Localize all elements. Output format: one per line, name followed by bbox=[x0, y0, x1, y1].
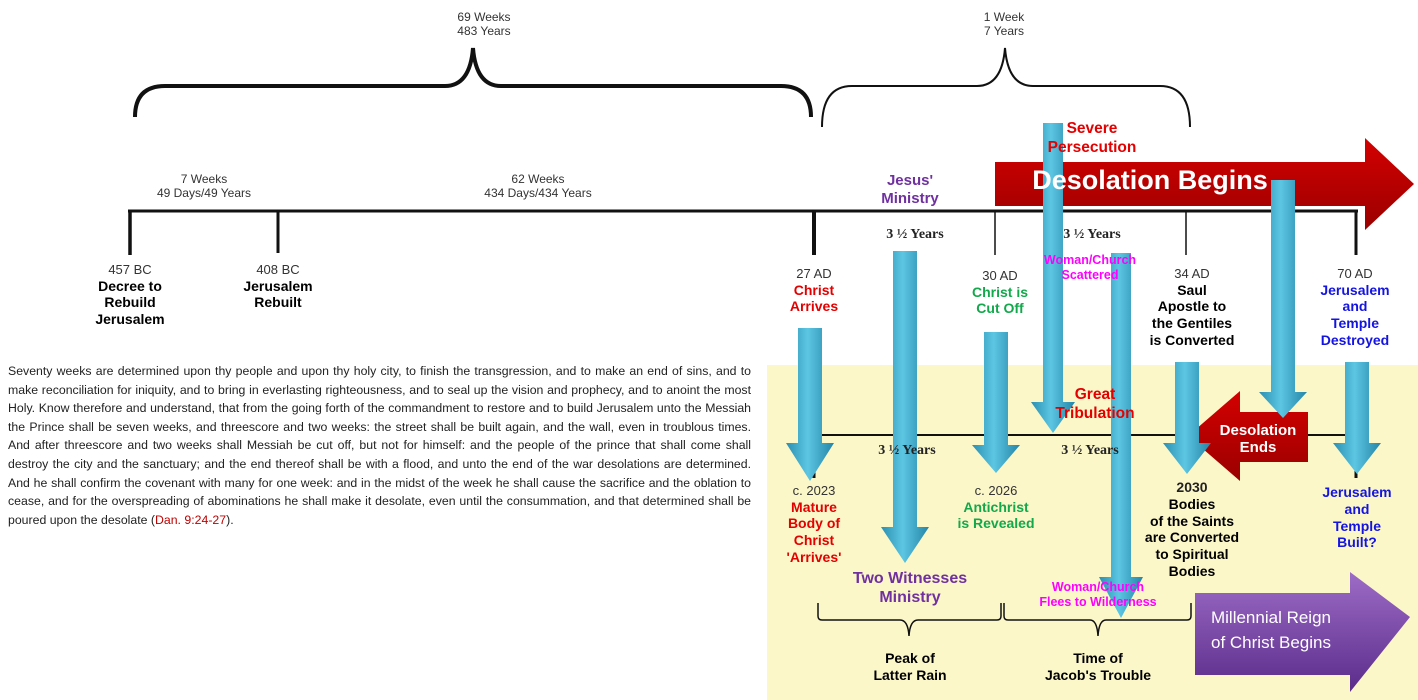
teal-arrow-temple bbox=[1333, 362, 1381, 474]
span-62-label: 62 Weeks 434 Days/434 Years bbox=[484, 172, 592, 201]
event-2030: 2030 Bodies of the Saints are Converted … bbox=[1144, 479, 1240, 579]
peak-latter-rain-label: Peak of Latter Rain bbox=[873, 650, 947, 683]
event-30ad: 30 AD Christ is Cut Off bbox=[971, 268, 1028, 317]
millennial-arrow bbox=[1195, 572, 1410, 692]
desolation-begins-label: Desolation Begins bbox=[1032, 165, 1268, 195]
teal-arrow-desolation bbox=[1259, 180, 1307, 418]
teal-arrow-two-witnesses bbox=[881, 251, 929, 563]
brace-trouble bbox=[1003, 603, 1192, 637]
teal-arrow-2030 bbox=[1163, 362, 1211, 474]
scripture-passage: Seventy weeks are determined upon thy pe… bbox=[8, 364, 751, 527]
brace-1-week bbox=[821, 47, 1191, 128]
event-temple-built: Jerusalem and Temple Built? bbox=[1322, 484, 1392, 551]
span-7-label: 7 Weeks 49 Days/49 Years bbox=[156, 172, 252, 201]
half-week-label-1: 3 ½ Years bbox=[886, 227, 944, 242]
teal-arrow-2026 bbox=[972, 332, 1020, 473]
half-week-label-4: 3 ½ Years bbox=[1061, 443, 1119, 458]
teal-arrow-2023 bbox=[786, 328, 834, 481]
event-457bc: 457 BC Decree to Rebuild Jerusalem bbox=[95, 262, 165, 328]
woman-scattered-label: Woman/Church Scattered bbox=[1043, 253, 1137, 282]
great-tribulation-label: Great Tribulation bbox=[1055, 386, 1135, 422]
desolation-ends-label: Desolation Ends bbox=[1219, 422, 1297, 456]
half-week-label-3: 3 ½ Years bbox=[878, 443, 936, 458]
event-34ad: 34 AD Saul Apostle to the Gentiles is Co… bbox=[1149, 266, 1235, 348]
jacobs-trouble-label: Time of Jacob's Trouble bbox=[1044, 650, 1152, 683]
scripture-reference: Dan. 9:24-27 bbox=[155, 512, 227, 527]
teal-arrows bbox=[786, 123, 1381, 618]
severe-persecution-label: Severe Persecution bbox=[1047, 120, 1137, 156]
span-69-label: 69 Weeks 483 Years bbox=[457, 10, 511, 39]
teal-arrow-woman bbox=[1099, 253, 1143, 618]
event-2026: c. 2026 Antichrist is Revealed bbox=[957, 483, 1035, 532]
desolation-begins-arrow bbox=[995, 138, 1414, 230]
event-27ad: 27 AD Christ Arrives bbox=[789, 266, 839, 315]
event-408bc: 408 BC Jerusalem Rebuilt bbox=[243, 262, 313, 311]
brace-peak bbox=[817, 603, 1002, 637]
half-week-label-2: 3 ½ Years bbox=[1063, 227, 1121, 242]
brace-69-weeks bbox=[133, 47, 813, 118]
woman-flees-label: Woman/Church Flees to Wilderness bbox=[1039, 580, 1157, 609]
two-witnesses-label: Two Witnesses Ministry bbox=[852, 570, 968, 607]
desolation-ends-arrow bbox=[1188, 391, 1308, 481]
span-1-label: 1 Week 7 Years bbox=[983, 10, 1025, 39]
millennial-label: Millennial Reign of Christ Begins bbox=[1210, 608, 1331, 652]
event-2023: c. 2023 Mature Body of Christ 'Arrives' bbox=[786, 483, 842, 565]
event-70ad: 70 AD Jerusalem and Temple Destroyed bbox=[1320, 266, 1390, 348]
jesus-ministry-label: Jesus' Ministry bbox=[881, 172, 939, 207]
teal-arrow-persecution bbox=[1031, 123, 1075, 433]
